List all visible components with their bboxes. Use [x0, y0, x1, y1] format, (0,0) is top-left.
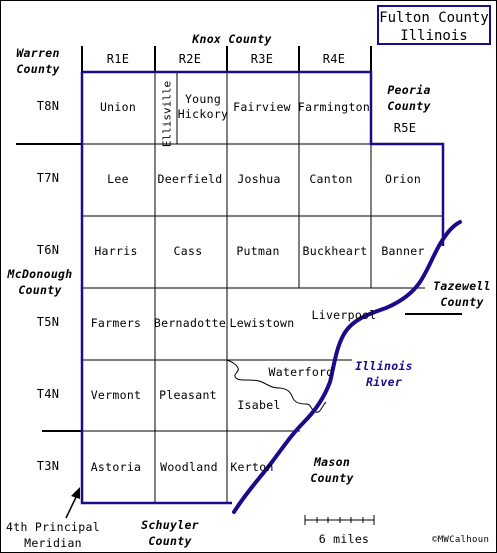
- township-bernadotte: Bernadotte: [153, 316, 227, 330]
- title-line-2: Illinois: [400, 28, 468, 44]
- township-t3n: T3N: [36, 459, 60, 473]
- township-kerton: Kerton: [230, 460, 274, 474]
- township-lee: Lee: [107, 172, 129, 186]
- label-peoria-1: Peoria: [387, 83, 431, 97]
- township-t6n: T6N: [36, 243, 60, 257]
- township-buckheart: Buckheart: [302, 244, 368, 258]
- illinois-river: [232, 220, 462, 514]
- label-warren-2: County: [16, 62, 60, 76]
- township-deerfield: Deerfield: [157, 172, 223, 186]
- township-farmers: Farmers: [90, 316, 142, 330]
- township-young-hickory-2: Hickory: [177, 107, 229, 121]
- township-farmington: Farmington: [297, 100, 371, 114]
- label-peoria-2: County: [387, 99, 431, 113]
- label-mason-1: Mason: [313, 455, 351, 469]
- title-line-1: Fulton County: [379, 10, 489, 26]
- township-t4n: T4N: [36, 387, 60, 401]
- township-waterford: Waterford: [268, 365, 334, 379]
- township-union: Union: [99, 100, 137, 114]
- meridian-label-1: 4th Principal: [6, 520, 100, 534]
- township-lewistown: Lewistown: [229, 316, 295, 330]
- range-r3e: R3E: [250, 52, 274, 66]
- township-fairview: Fairview: [233, 100, 291, 114]
- label-mcdonough-1: McDonough: [7, 267, 73, 281]
- label-mason-2: County: [310, 471, 354, 485]
- river-label-2: River: [365, 375, 403, 389]
- scale-bar: [304, 515, 375, 525]
- township-t8n: T8N: [36, 99, 60, 113]
- township-pleasant: Pleasant: [159, 388, 217, 402]
- label-knox-county: Knox County: [192, 32, 272, 46]
- township-liverpool: Liverpool: [311, 308, 377, 322]
- township-woodland: Woodland: [160, 460, 218, 474]
- township-grid: [82, 72, 443, 503]
- township-banner: Banner: [381, 244, 425, 258]
- label-mcdonough-2: County: [18, 283, 62, 297]
- map-title: Fulton County Illinois: [377, 5, 491, 45]
- township-vermont: Vermont: [90, 388, 142, 402]
- township-young-hickory-1: Young: [184, 92, 222, 106]
- scale-label: 6 miles: [318, 532, 370, 546]
- township-cass: Cass: [173, 244, 203, 258]
- range-r2e: R2E: [178, 52, 202, 66]
- township-t5n: T5N: [36, 315, 60, 329]
- meridian-label-2: Meridian: [24, 536, 82, 550]
- label-tazewell-1: Tazewell: [433, 279, 491, 293]
- label-schuyler-1: Schuyler: [141, 518, 199, 532]
- township-astoria: Astoria: [90, 460, 142, 474]
- range-r5e: R5E: [393, 121, 417, 135]
- township-ellisville: Ellisville: [160, 80, 174, 148]
- township-canton: Canton: [309, 172, 353, 186]
- label-warren-1: Warren: [16, 46, 60, 60]
- range-r1e: R1E: [106, 52, 130, 66]
- township-putman: Putman: [236, 244, 280, 258]
- credit-label: ©MWCalhoun: [432, 535, 490, 545]
- township-orion: Orion: [384, 172, 422, 186]
- township-t7n: T7N: [36, 171, 60, 185]
- township-isabel: Isabel: [237, 398, 281, 412]
- label-schuyler-2: County: [148, 534, 192, 548]
- meridian-arrow: [65, 487, 80, 519]
- river-label-1: Illinois: [355, 359, 413, 373]
- township-harris: Harris: [94, 244, 138, 258]
- label-tazewell-2: County: [440, 295, 484, 309]
- external-ticks: [16, 46, 462, 432]
- county-boundary: [80, 70, 445, 505]
- range-r4e: R4E: [322, 52, 346, 66]
- township-joshua: Joshua: [237, 172, 281, 186]
